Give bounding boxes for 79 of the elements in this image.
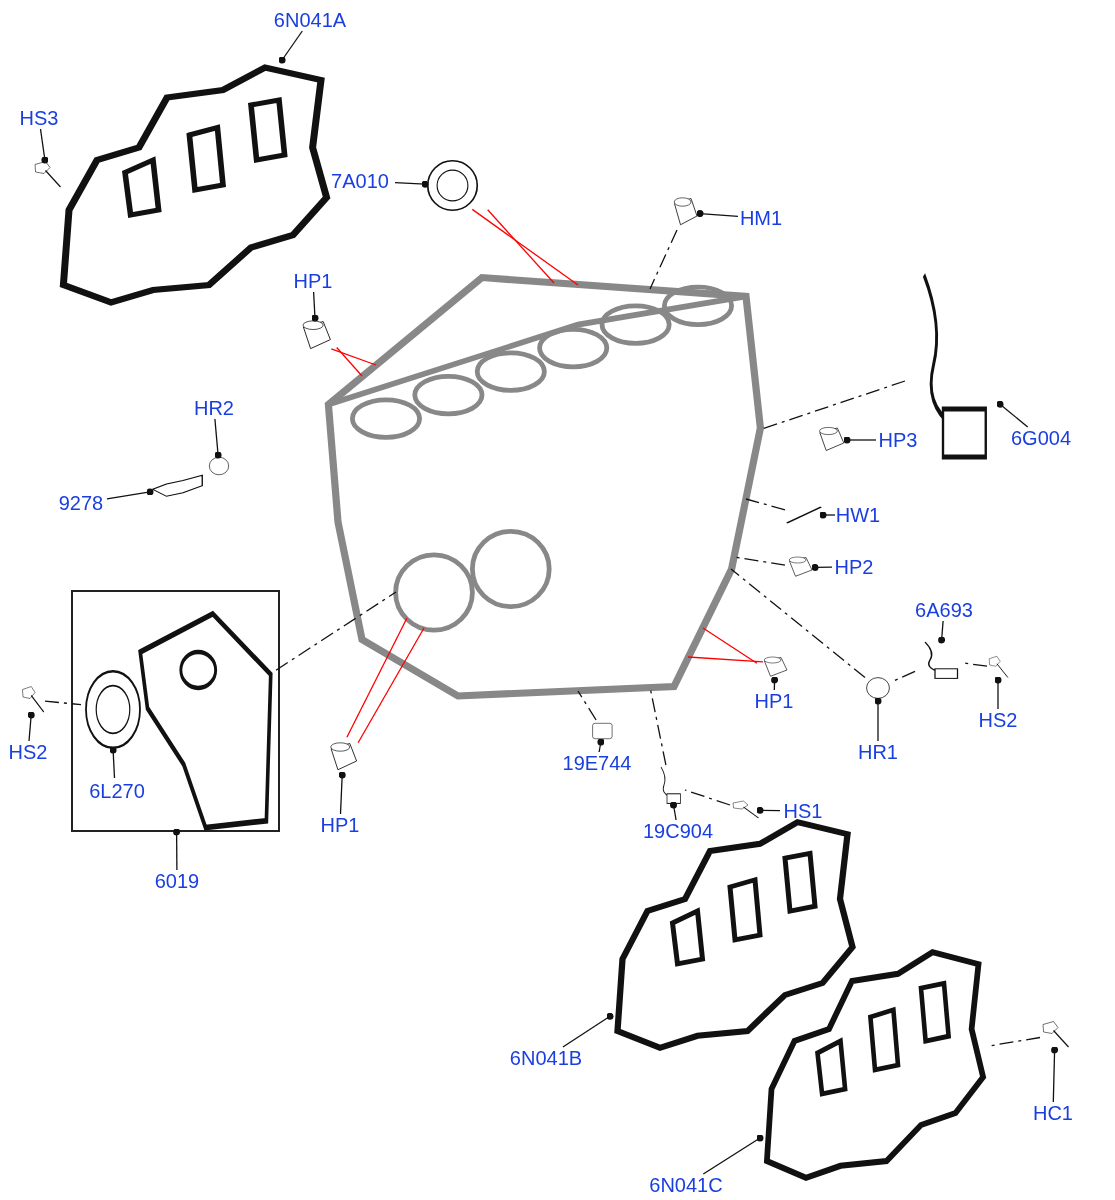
callout-number: 6N041B bbox=[505, 1047, 587, 1069]
assembly-line bbox=[989, 1036, 1041, 1047]
assembly-line bbox=[684, 789, 731, 806]
assembly-line bbox=[649, 229, 678, 290]
leader-line bbox=[338, 771, 346, 815]
leader-line bbox=[938, 620, 946, 644]
leader-line bbox=[1051, 1046, 1059, 1103]
bolt-drawing bbox=[32, 160, 62, 190]
callout-number: 19C904 bbox=[640, 820, 716, 842]
pin-drawing bbox=[785, 505, 823, 525]
leader-line bbox=[109, 746, 117, 779]
location-line bbox=[702, 627, 758, 664]
callout-number: 6019 bbox=[151, 870, 203, 892]
callout-number: HP1 bbox=[318, 814, 362, 836]
bolt-drawing bbox=[730, 800, 760, 820]
assembly-line bbox=[275, 591, 397, 671]
leader-line bbox=[39, 128, 49, 164]
o-ring-drawing bbox=[865, 675, 891, 701]
leader-line bbox=[771, 676, 779, 691]
seal-drawing bbox=[83, 667, 143, 752]
assembly-line bbox=[44, 700, 82, 706]
leader-line bbox=[811, 563, 833, 571]
leader-line bbox=[278, 30, 303, 64]
callout-number: 9278 bbox=[55, 492, 107, 514]
leader-line bbox=[214, 418, 222, 459]
callout-number: HS2 bbox=[6, 741, 50, 763]
bolt-drawing bbox=[987, 655, 1009, 680]
leader-line bbox=[756, 806, 781, 814]
bolt-drawing bbox=[1040, 1020, 1070, 1050]
callout-number: 19E744 bbox=[560, 752, 634, 774]
callout-number: HR1 bbox=[856, 741, 900, 763]
leader-line bbox=[27, 711, 35, 742]
callout-number: 6A693 bbox=[911, 599, 977, 621]
leader-line bbox=[874, 697, 882, 742]
leader-line bbox=[311, 291, 319, 322]
o-ring-drawing bbox=[208, 455, 230, 477]
callout-number: HW1 bbox=[835, 504, 881, 526]
callout-number: HS3 bbox=[18, 107, 60, 129]
callout-number: 6G004 bbox=[1008, 427, 1074, 449]
callout-number: 6L270 bbox=[84, 780, 150, 802]
callout-number: HS1 bbox=[780, 800, 826, 822]
leader-line bbox=[843, 436, 877, 444]
callout-number: HC1 bbox=[1030, 1102, 1076, 1124]
leader-line bbox=[819, 511, 836, 519]
assembly-line bbox=[577, 690, 597, 721]
leader-line bbox=[394, 180, 429, 188]
callout-number: HM1 bbox=[738, 207, 784, 229]
location-line bbox=[330, 348, 377, 366]
leader-line bbox=[696, 210, 739, 218]
bolt-drawing bbox=[20, 685, 45, 715]
leader-line bbox=[996, 400, 1029, 428]
assembly-line bbox=[964, 662, 988, 667]
fitting-drawing bbox=[590, 720, 616, 742]
location-line bbox=[487, 209, 555, 284]
location-line bbox=[471, 208, 579, 286]
location-line bbox=[336, 346, 363, 377]
assembly-line bbox=[730, 568, 866, 679]
callout-number: HP1 bbox=[752, 690, 796, 712]
location-line bbox=[346, 617, 408, 738]
leader-line bbox=[597, 738, 605, 753]
kit-frame bbox=[71, 590, 280, 832]
callout-number: 6N041A bbox=[270, 9, 350, 31]
callout-number: HR2 bbox=[192, 397, 236, 419]
callout-number: HP2 bbox=[832, 556, 876, 578]
leader-line bbox=[106, 488, 154, 500]
leader-line bbox=[702, 1134, 764, 1175]
leader-line bbox=[173, 828, 181, 871]
callout-number: 6N041C bbox=[644, 1174, 728, 1196]
assembly-line bbox=[745, 498, 786, 511]
callout-number: 7A010 bbox=[325, 170, 395, 192]
leader-line bbox=[562, 1012, 614, 1048]
callout-number: HP1 bbox=[292, 270, 334, 292]
leader-line bbox=[670, 801, 677, 821]
location-line bbox=[687, 656, 764, 663]
location-line bbox=[357, 627, 425, 744]
leader-line bbox=[994, 676, 1002, 710]
seal-drawing bbox=[425, 158, 480, 213]
callout-number: HP3 bbox=[876, 429, 920, 451]
callout-number: HS2 bbox=[976, 709, 1020, 731]
